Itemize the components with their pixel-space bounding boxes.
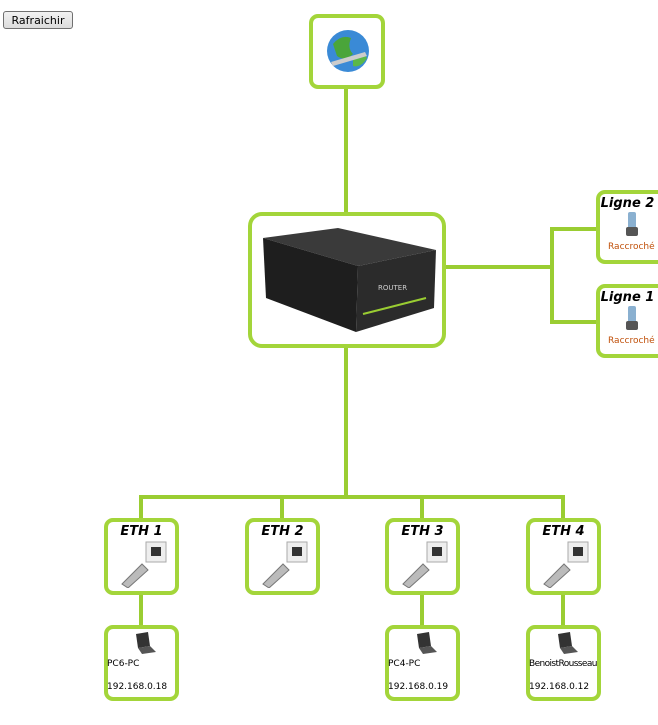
eth-port-4[interactable]: ETH 4 — [526, 518, 601, 595]
device-node[interactable]: BenoistRousseau 192.168.0.12 — [526, 625, 601, 701]
phone-line-title: Ligne 1 — [600, 290, 655, 305]
connector — [561, 592, 565, 627]
svg-text:ROUTER: ROUTER — [378, 284, 407, 292]
eth-port-label: ETH 3 — [401, 524, 444, 539]
connector — [280, 495, 284, 520]
globe-icon — [327, 30, 369, 72]
eth-port-3[interactable]: ETH 3 — [385, 518, 460, 595]
connector — [561, 495, 565, 520]
phone-line-title: Ligne 2 — [600, 196, 655, 211]
ethernet-plug-icon — [402, 541, 448, 588]
phone-line-node[interactable]: Ligne 2 Raccroché — [596, 190, 658, 264]
eth-port-1[interactable]: ETH 1 — [104, 518, 179, 595]
ethernet-plug-icon — [121, 541, 167, 588]
device-name: PC6-PC — [107, 659, 140, 669]
connector — [139, 495, 143, 520]
phone-line-status: Raccroché — [608, 242, 655, 252]
eth-port-label: ETH 4 — [542, 524, 585, 539]
eth-port-2[interactable]: ETH 2 — [245, 518, 320, 595]
connector — [344, 86, 348, 214]
connector — [139, 495, 565, 499]
eth-port-label: ETH 1 — [120, 524, 163, 539]
connector — [344, 345, 348, 498]
laptop-icon — [558, 632, 578, 654]
phone-icon — [626, 212, 638, 236]
device-ip: 192.168.0.18 — [107, 682, 168, 692]
connector — [443, 265, 553, 269]
router-node[interactable]: ROUTER — [248, 212, 446, 348]
connector — [139, 592, 143, 627]
phone-line-status: Raccroché — [608, 336, 655, 346]
router-image: ROUTER — [263, 228, 436, 332]
connector — [550, 227, 598, 231]
ethernet-plug-icon — [262, 541, 308, 588]
device-name: PC4-PC — [388, 659, 421, 669]
eth-port-label: ETH 2 — [261, 524, 304, 539]
ethernet-plug-icon — [543, 541, 589, 588]
device-name: BenoistRousseau — [529, 659, 597, 669]
internet-node[interactable] — [309, 14, 385, 89]
phone-icon — [626, 306, 638, 330]
refresh-button[interactable]: Rafraichir — [3, 11, 73, 29]
laptop-icon — [136, 632, 156, 654]
connector — [550, 320, 598, 324]
phone-line-node[interactable]: Ligne 1 Raccroché — [596, 284, 658, 358]
connector — [420, 592, 424, 627]
connector — [550, 227, 554, 324]
device-ip: 192.168.0.12 — [529, 682, 590, 692]
device-ip: 192.168.0.19 — [388, 682, 449, 692]
connector — [420, 495, 424, 520]
device-node[interactable]: PC6-PC 192.168.0.18 — [104, 625, 179, 701]
device-node[interactable]: PC4-PC 192.168.0.19 — [385, 625, 460, 701]
laptop-icon — [417, 632, 437, 654]
